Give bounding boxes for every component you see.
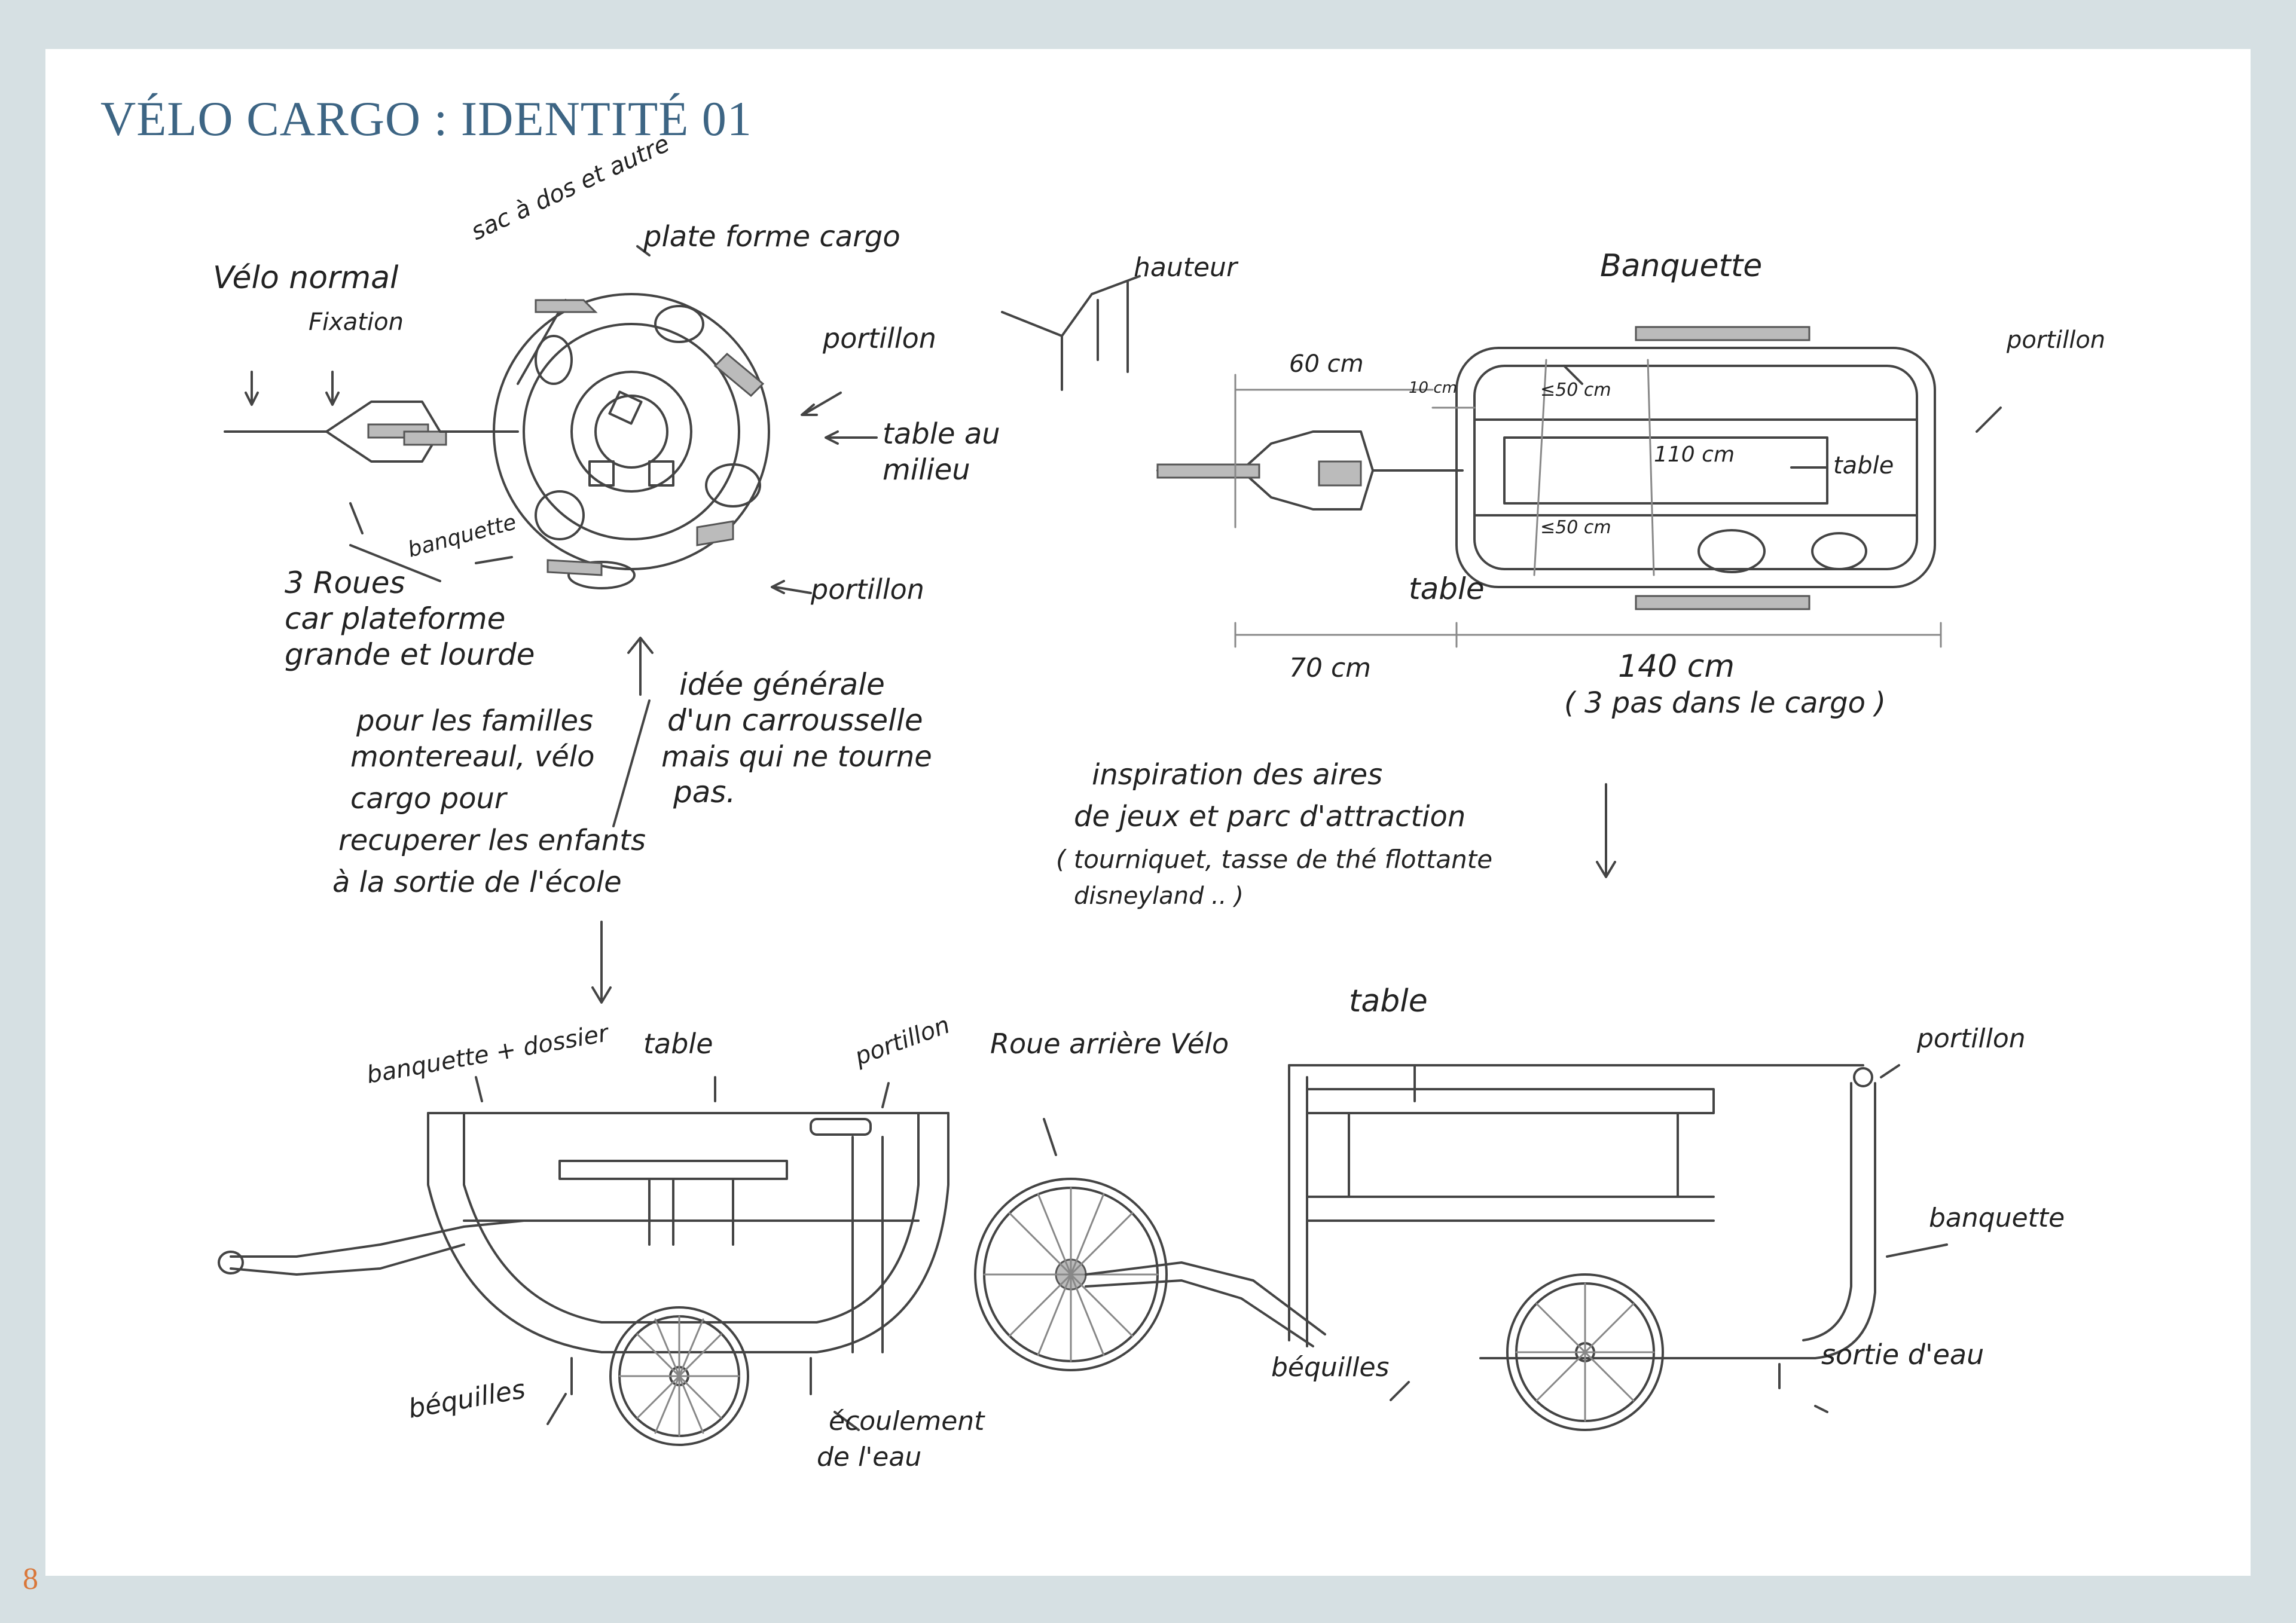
label-portillon-side: portillon <box>851 1011 954 1071</box>
label-table-bottom: table <box>1409 571 1485 606</box>
sketch-side-view-right <box>974 1064 1948 1431</box>
label-idee-4: pas. <box>673 775 735 809</box>
page-title: VÉLO CARGO : IDENTITÉ 01 <box>100 91 752 146</box>
label-dim-60: 60 cm <box>1289 350 1364 378</box>
label-portillon-right-side: portillon <box>1916 1023 2026 1054</box>
label-portillon-top: portillon <box>822 322 936 354</box>
label-banquette-top: banquette <box>405 510 519 563</box>
label-dim-50b: ≤50 cm <box>1540 517 1611 538</box>
label-inspiration-3: ( tourniquet, tasse de thé flottante <box>1056 845 1492 874</box>
label-dim-110: 110 cm <box>1654 442 1735 467</box>
label-bequilles-left: béquilles <box>406 1374 527 1425</box>
label-ecoulement-1: écoulement <box>829 1406 985 1436</box>
label-portillon-bottom: portillon <box>810 573 924 606</box>
label-dim-70: 70 cm <box>1289 653 1371 683</box>
label-sac-a-dos: sac à dos et autre <box>467 130 674 246</box>
label-familles-5: à la sortie de l'école <box>332 866 622 899</box>
sketch-idea-arrow <box>591 637 654 1004</box>
label-idee-2: d'un carrousselle <box>667 703 923 738</box>
label-bequilles-right: béquilles <box>1271 1352 1389 1383</box>
label-table-right: table <box>1833 452 1894 479</box>
label-familles-2: montereaul, vélo <box>350 740 595 774</box>
label-table-right-side: table <box>1349 983 1428 1019</box>
label-banquette-dossier: banquette + dossier <box>365 1019 612 1089</box>
label-inspiration-1: inspiration des aires <box>1092 758 1382 791</box>
sketch-top-view-carousel <box>224 245 878 594</box>
label-velo-normal: Vélo normal <box>213 260 399 296</box>
page-sheet: VÉLO CARGO : IDENTITÉ 01 <box>45 49 2251 1576</box>
label-roue-arriere: Roue arrière Vélo <box>990 1028 1229 1060</box>
page-number: 8 <box>23 1562 38 1596</box>
label-table-side: table <box>643 1028 713 1060</box>
label-plate-forme-cargo: plate forme cargo <box>643 220 900 253</box>
label-inspiration-2: de jeux et parc d'attraction <box>1074 800 1465 833</box>
sketch-side-view-left <box>218 1076 949 1446</box>
label-table-au: table au <box>883 417 1000 451</box>
label-inspiration-4: disneyland .. ) <box>1074 882 1244 910</box>
label-familles-4: recuperer les enfants <box>338 824 646 857</box>
label-portillon-top-right: portillon <box>2006 326 2105 354</box>
label-fixation: Fixation <box>309 308 404 336</box>
label-banquette-top-right: Banquette <box>1600 248 1762 284</box>
label-dim-10: 10 cm <box>1409 379 1457 397</box>
label-idee-1: idée générale <box>679 667 885 702</box>
sketch-hauteur-icon <box>1001 275 1141 391</box>
sketch-drawing: Vélo normal Fixation sac à dos et autre … <box>213 130 2105 1472</box>
label-car-plateforme: car plateforme <box>285 601 505 636</box>
label-grande-lourde: grande et lourde <box>285 637 535 672</box>
label-milieu: milieu <box>883 453 970 487</box>
label-dim-50a: ≤50 cm <box>1540 380 1611 401</box>
label-sortie-eau: sortie d'eau <box>1821 1338 1984 1371</box>
label-3-pas: ( 3 pas dans le cargo ) <box>1564 686 1886 720</box>
label-familles-3: cargo pour <box>350 782 508 815</box>
label-banquette-right-side: banquette <box>1929 1203 2065 1233</box>
sketch-top-view-rectangle <box>1156 326 2002 878</box>
label-ecoulement-2: de l'eau <box>817 1442 921 1472</box>
label-familles-1: pour les familles <box>356 704 593 738</box>
label-3-roues: 3 Roues <box>285 566 405 600</box>
label-idee-3: mais qui ne tourne <box>661 740 932 774</box>
label-hauteur: hauteur <box>1134 252 1239 283</box>
label-dim-140: 140 cm <box>1618 649 1735 684</box>
